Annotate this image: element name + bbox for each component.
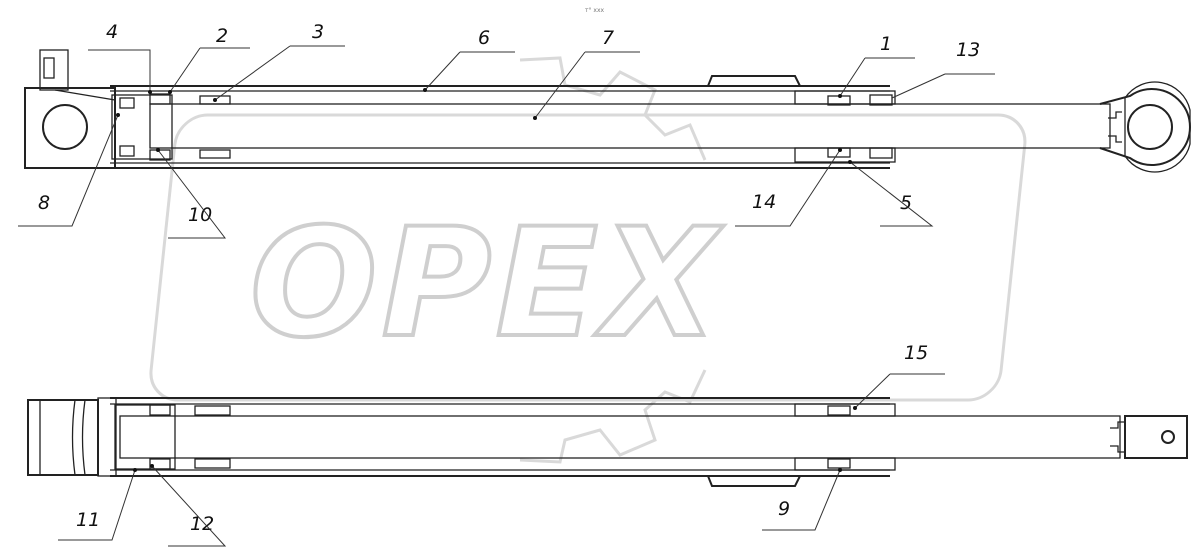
callout-11: 11 <box>76 509 100 531</box>
callout-2: 2 <box>216 25 228 47</box>
callout-8: 8 <box>38 192 50 214</box>
top-cylinder-section <box>24 49 1191 173</box>
watermark: OPEX <box>149 56 1027 464</box>
callout-9: 9 <box>778 498 790 520</box>
watermark-text: OPEX <box>250 197 724 371</box>
leader-lines <box>18 45 995 547</box>
callout-15: 15 <box>904 342 928 364</box>
callout-1: 1 <box>880 33 892 55</box>
callout-13: 13 <box>956 39 980 61</box>
top-mark: т° ххх <box>585 7 605 14</box>
callout-6: 6 <box>478 27 490 49</box>
bottom-cylinder-section <box>27 397 1188 487</box>
callout-4: 4 <box>106 21 118 43</box>
callout-7: 7 <box>602 27 614 49</box>
callout-14: 14 <box>752 191 776 213</box>
callout-3: 3 <box>312 21 324 43</box>
callout-12: 12 <box>190 513 214 535</box>
callout-10: 10 <box>188 204 212 226</box>
